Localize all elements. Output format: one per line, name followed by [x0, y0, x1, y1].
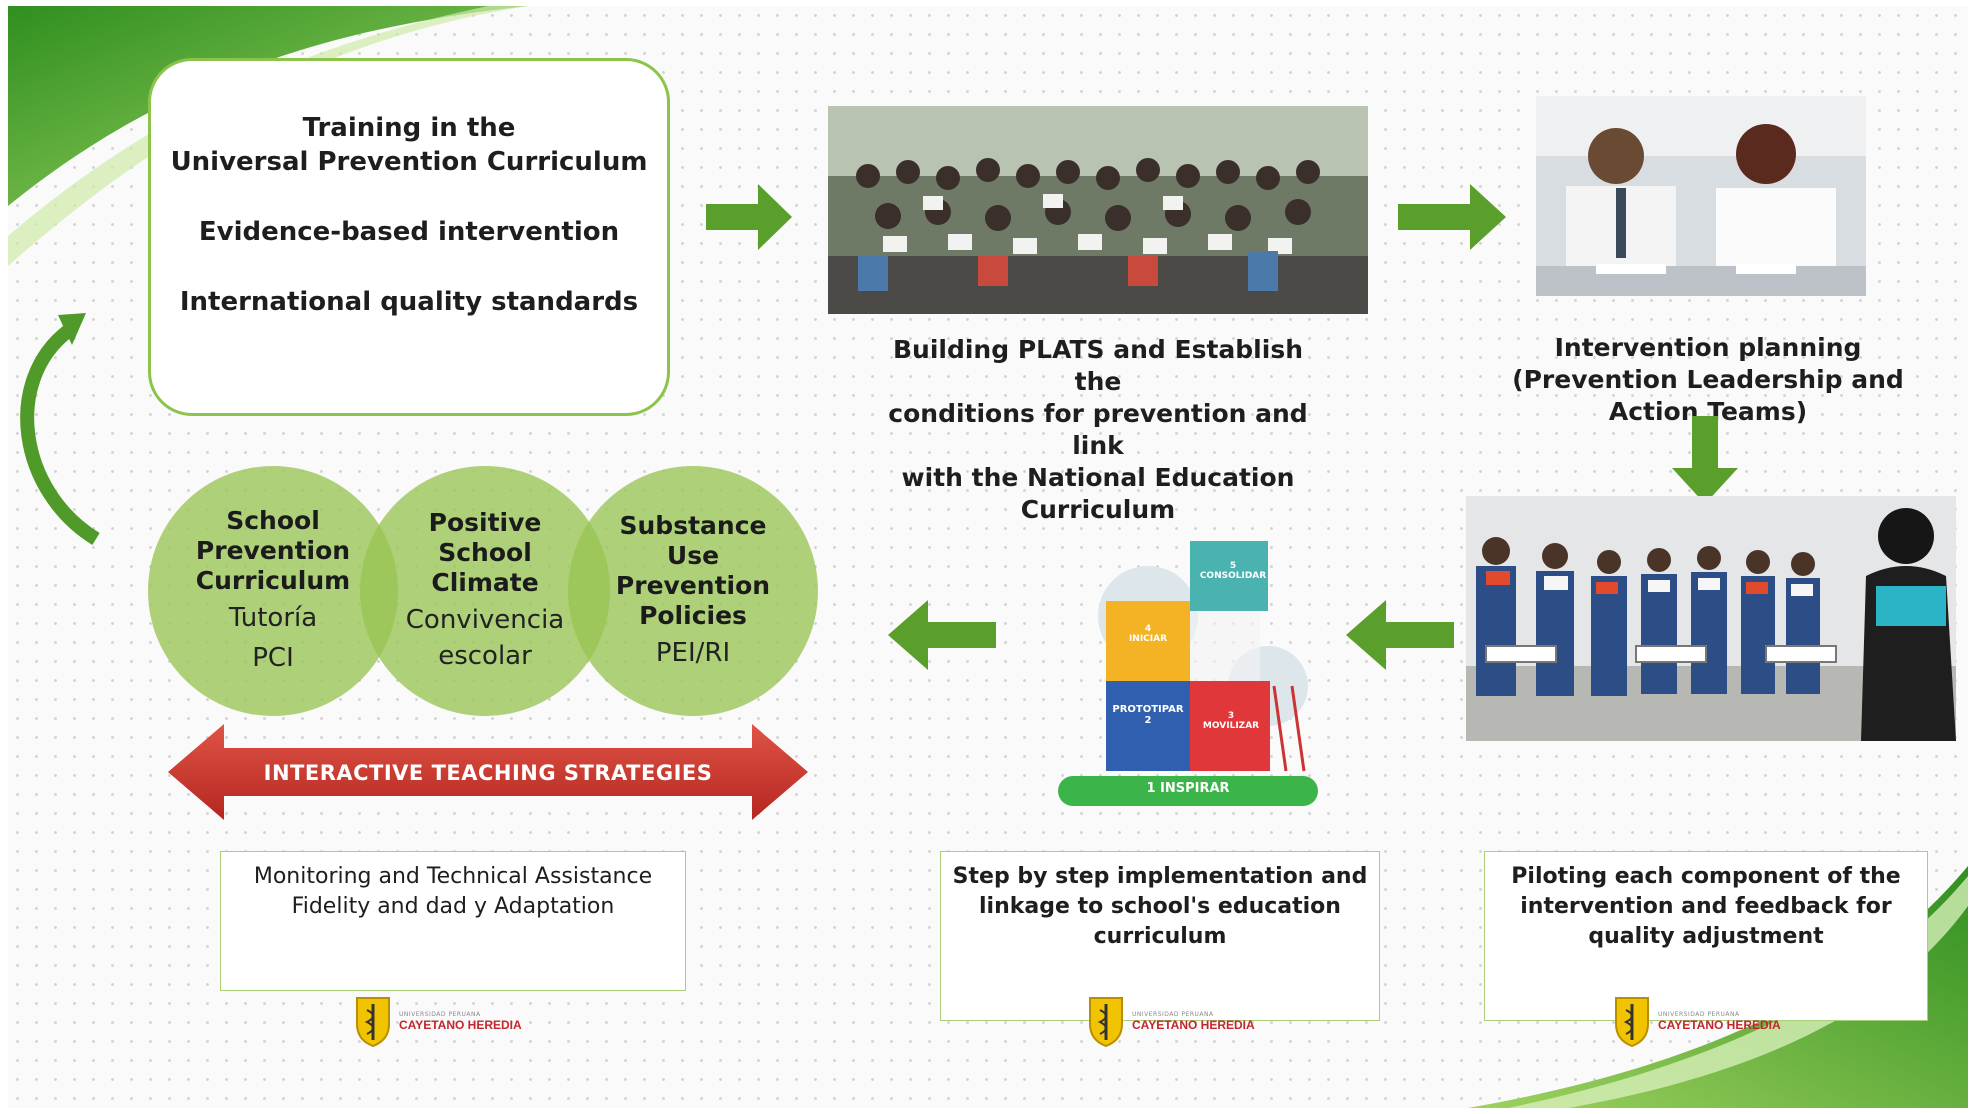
caption-building: Building PLATS and Establish the conditi…	[868, 334, 1328, 526]
training-line-1: Training in the	[302, 113, 516, 143]
logo-1-name: CAYETANO HEREDIA	[399, 1017, 522, 1032]
puzzle-piece-consolidar: 5 CONSOLIDAR	[1198, 561, 1268, 581]
arrow-right-1	[706, 184, 792, 250]
logo-2-small-text: UNIVERSIDAD PERUANA	[1132, 1010, 1214, 1018]
logo-3-name: CAYETANO HEREDIA	[1658, 1017, 1781, 1032]
circle-school-prevention-curriculum: School Prevention Curriculum Tutoría PCI	[148, 466, 398, 716]
circle-2-sub-2: escolar	[438, 641, 532, 671]
circle-1-sub-1: Tutoría	[228, 603, 318, 633]
puzzle-piece-prototipar: PROTOTIPAR 2	[1110, 704, 1186, 726]
arrow-left-2	[888, 600, 996, 670]
logo-3-small-text: UNIVERSIDAD PERUANA	[1658, 1010, 1740, 1018]
circle-1-title-2: Prevention	[195, 536, 351, 565]
piloting-line-1: Piloting each component of the	[1511, 864, 1901, 889]
step-line-3: curriculum	[1093, 924, 1227, 949]
university-crest-icon	[356, 997, 390, 1048]
caption-building-line-1: Building PLATS and Establish the	[892, 335, 1304, 396]
monitoring-line-2: Fidelity and dad y Adaptation	[291, 894, 615, 919]
circle-3-title-4: Policies	[639, 601, 747, 630]
training-line-2: Universal Prevention Curriculum	[170, 147, 648, 177]
curved-return-arrow	[20, 313, 100, 545]
university-crest-icon	[1089, 997, 1123, 1048]
puzzle-number-1: 1	[1146, 781, 1156, 796]
circle-2-title-2: School	[438, 538, 532, 567]
puzzle-piece-iniciar: 4 INICIAR	[1110, 624, 1186, 644]
piloting-line-3: quality adjustment	[1588, 924, 1824, 949]
group-photo	[828, 106, 1368, 314]
puzzle-number-5: 5	[1229, 561, 1237, 571]
arrow-down	[1672, 416, 1738, 504]
monitoring-box: Monitoring and Technical Assistance Fide…	[220, 851, 686, 991]
step-line-2: linkage to school's education	[979, 894, 1341, 919]
university-logo-2: UNIVERSIDAD PERUANA CAYETANO HEREDIA	[1086, 994, 1255, 1048]
circle-1-title-1: School	[226, 506, 320, 535]
caption-building-line-2: conditions for prevention and link	[888, 399, 1308, 460]
training-box: Training in the Universal Prevention Cur…	[148, 58, 670, 416]
caption-planning-line-2: (Prevention Leadership and	[1512, 365, 1904, 394]
puzzle-label-movilizar: MOVILIZAR	[1202, 721, 1260, 731]
puzzle-label-iniciar: INICIAR	[1128, 634, 1168, 644]
puzzle-piece-movilizar: 3 MOVILIZAR	[1194, 711, 1268, 731]
puzzle-label-prototipar: PROTOTIPAR	[1112, 704, 1184, 715]
circle-2-sub-1: Convivencia	[405, 605, 565, 635]
logo-2-name: CAYETANO HEREDIA	[1132, 1017, 1255, 1032]
puzzle-label-consolidar: CONSOLIDAR	[1199, 571, 1267, 581]
training-line-3: Evidence-based intervention	[198, 217, 620, 247]
university-logo-3: UNIVERSIDAD PERUANA CAYETANO HEREDIA	[1612, 994, 1781, 1048]
circle-positive-school-climate: Positive School Climate Convivencia esco…	[360, 466, 610, 716]
logo-1-small-text: UNIVERSIDAD PERUANA	[399, 1010, 481, 1018]
circle-3-title-1: Substance	[619, 511, 767, 540]
arrow-right-2	[1398, 184, 1506, 250]
circle-2-title-1: Positive	[428, 508, 542, 537]
planning-photo	[1536, 96, 1866, 296]
training-line-4: International quality standards	[179, 287, 639, 317]
university-crest-icon	[1615, 997, 1649, 1048]
caption-planning-line-1: Intervention planning	[1554, 333, 1862, 362]
puzzle-illustration: 5 CONSOLIDAR 4 INICIAR PROTOTIPAR 2 3 MO…	[1048, 526, 1328, 806]
puzzle-number-2: 2	[1144, 715, 1152, 726]
caption-building-line-3: with the National Education	[901, 463, 1295, 492]
step-line-1: Step by step implementation and	[952, 864, 1368, 889]
step-box: Step by step implementation and linkage …	[940, 851, 1380, 1021]
banner-text: INTERACTIVE TEACHING STRATEGIES	[263, 761, 713, 785]
circle-3-title-3: Prevention	[615, 571, 771, 600]
circle-3-sub-1: PEI/RI	[655, 638, 731, 668]
circle-1-sub-2: PCI	[252, 643, 294, 673]
arrow-left-1	[1346, 600, 1454, 670]
classroom-photo	[1466, 496, 1956, 741]
interactive-strategies-banner	[168, 724, 808, 820]
puzzle-number-4: 4	[1144, 624, 1152, 634]
puzzle-number-3: 3	[1227, 711, 1235, 721]
caption-planning: Intervention planning (Prevention Leader…	[1508, 332, 1908, 428]
slide: Training in the Universal Prevention Cur…	[8, 6, 1968, 1108]
circle-3-title-2: Use	[666, 541, 720, 570]
caption-building-line-4: Curriculum	[1020, 495, 1176, 524]
monitoring-line-1: Monitoring and Technical Assistance	[253, 864, 653, 889]
piloting-line-2: intervention and feedback for	[1520, 894, 1892, 919]
university-logo-1: UNIVERSIDAD PERUANA CAYETANO HEREDIA	[353, 994, 522, 1048]
circle-2-title-3: Climate	[431, 568, 539, 597]
puzzle-piece-inspirar: 1 INSPIRAR	[1128, 781, 1248, 796]
circle-substance-use-policies: Substance Use Prevention Policies PEI/RI	[568, 466, 818, 716]
piloting-box: Piloting each component of the intervent…	[1484, 851, 1928, 1021]
puzzle-label-inspirar: INSPIRAR	[1160, 781, 1230, 796]
circle-1-title-3: Curriculum	[195, 566, 351, 595]
